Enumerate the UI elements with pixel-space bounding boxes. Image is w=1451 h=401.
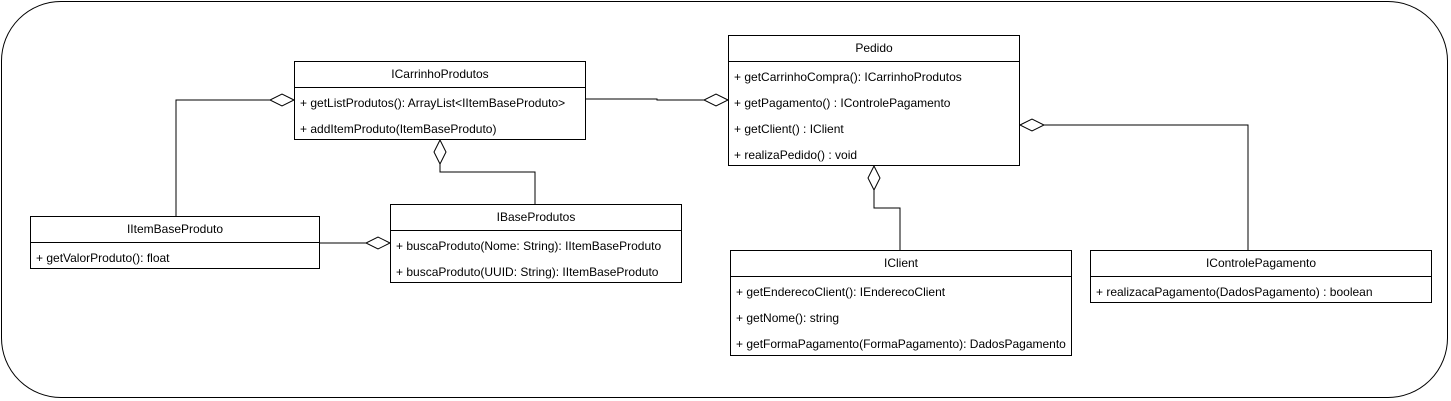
method-list: + realizacaPagamento(DadosPagamento) : b… — [1091, 277, 1431, 309]
method-item: + buscaProduto(Nome: String): IItemBaseP… — [396, 239, 662, 253]
class-iitembaseproduto[interactable]: IItemBaseProduto + getValorProduto(): fl… — [30, 216, 320, 269]
method-item: + getFormaPagamento(FormaPagamento): Dad… — [736, 337, 1066, 351]
class-pedido[interactable]: Pedido + getCarrinhoCompra(): ICarrinhoP… — [728, 35, 1020, 166]
method-list: + getListProdutos(): ArrayList<IItemBase… — [295, 88, 585, 146]
method-item: + getCarrinhoCompra(): ICarrinhoProdutos — [734, 70, 962, 84]
connector-client-to-pedido — [873, 190, 901, 250]
method-item: + getClient() : IClient — [734, 122, 844, 136]
aggregation-diamond-pedido-controle — [1018, 118, 1046, 132]
connector-carrinho-to-pedido — [586, 98, 704, 101]
class-name: ICarrinhoProdutos — [295, 62, 585, 88]
method-item: + getNome(): string — [736, 311, 840, 325]
class-name: IClient — [731, 251, 1071, 277]
class-icarrinhoprodutos[interactable]: ICarrinhoProdutos + getListProdutos(): A… — [294, 61, 586, 140]
class-iclient[interactable]: IClient + getEnderecoClient(): IEndereco… — [730, 250, 1072, 356]
method-list: + getCarrinhoCompra(): ICarrinhoProdutos… — [729, 62, 1019, 172]
method-list: + buscaProduto(Nome: String): IItemBaseP… — [391, 231, 681, 289]
method-item: + getValorProduto(): float — [36, 251, 170, 265]
class-name: IBaseProdutos — [391, 205, 681, 231]
method-item: + getEnderecoClient(): IEnderecoClient — [736, 285, 946, 299]
connector-item-to-carrinho — [175, 99, 270, 216]
connector-controle-to-pedido — [1044, 124, 1249, 250]
method-item: + getListProdutos(): ArrayList<IItemBase… — [300, 96, 566, 110]
class-name: Pedido — [729, 36, 1019, 62]
connector-base-to-carrinho — [439, 164, 536, 204]
class-icontrolepagamento[interactable]: IControlePagamento + realizacaPagamento(… — [1090, 250, 1432, 303]
class-name: IControlePagamento — [1091, 251, 1431, 277]
method-item: + getPagamento() : IControlePagamento — [734, 96, 951, 110]
method-item: + realizacaPagamento(DadosPagamento) : b… — [1096, 285, 1373, 299]
aggregation-diamond-carrinho-item — [268, 93, 296, 107]
method-item: + buscaProduto(UUID: String): IItemBaseP… — [396, 265, 659, 279]
aggregation-diamond-pedido-client — [867, 164, 881, 192]
class-name: IItemBaseProduto — [31, 217, 319, 243]
method-item: + addItemProduto(ItemBaseProduto) — [300, 122, 497, 136]
class-ibaseprodutos[interactable]: IBaseProdutos + buscaProduto(Nome: Strin… — [390, 204, 682, 283]
method-list: + getEnderecoClient(): IEnderecoClient +… — [731, 277, 1071, 361]
aggregation-diamond-pedido-carrinho — [702, 93, 730, 107]
aggregation-diamond-carrinho-base — [433, 138, 447, 166]
aggregation-diamond-base-item — [364, 236, 392, 250]
method-list: + getValorProduto(): float — [31, 243, 319, 275]
method-item: + realizaPedido() : void — [734, 148, 858, 162]
